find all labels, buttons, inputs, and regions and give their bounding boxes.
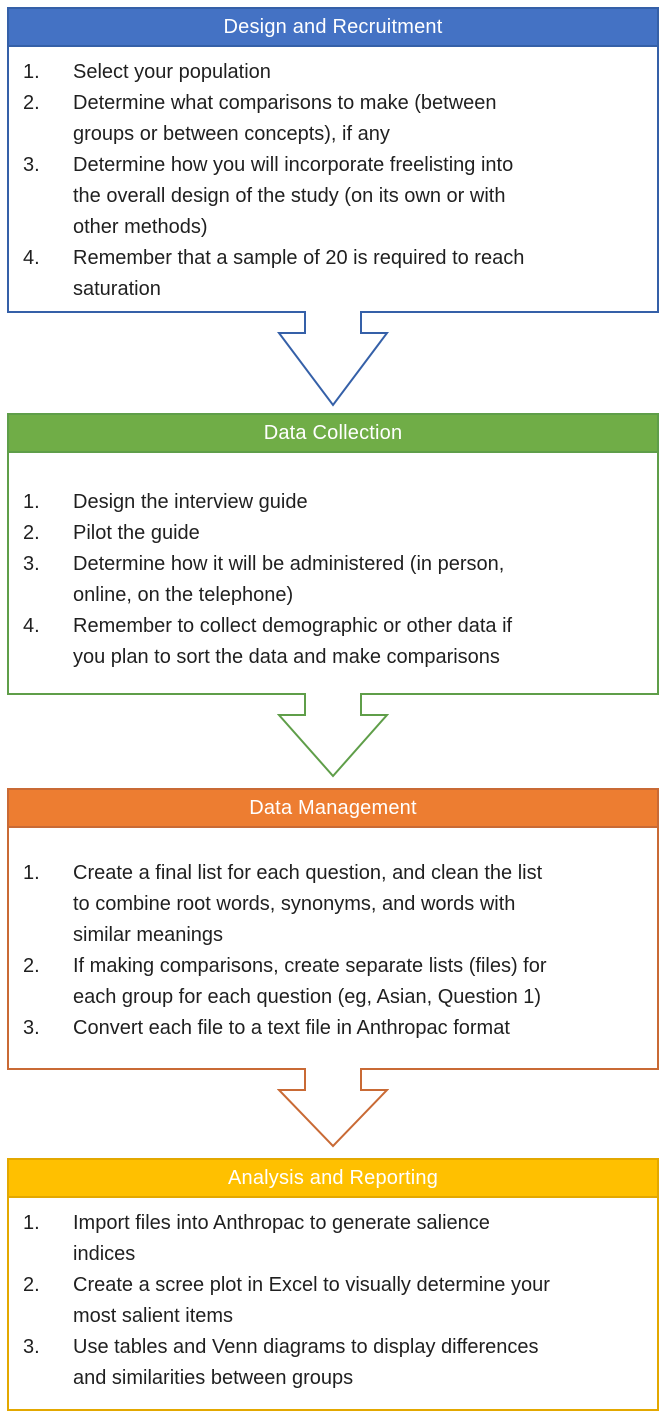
list-item-text: Pilot the guide <box>73 522 200 544</box>
stage-box-design-and-recruitment: Design and Recruitment 1. Select your pop… <box>7 7 659 313</box>
list-item: 4. Remember to collect demographic or oth… <box>9 611 657 673</box>
list-item-number: 3. <box>23 1017 40 1039</box>
list-item-number: 2. <box>23 92 40 114</box>
stage-title: Analysis and Reporting <box>227 1166 439 1189</box>
stage-box-analysis-and-reporting: Analysis and Reporting 1. Import files in… <box>7 1158 659 1411</box>
list-item: 1. Import files into Anthropac to generat… <box>9 1208 657 1270</box>
list-item: 3. Convert each file to a text file in An… <box>9 1013 657 1044</box>
list-item-number: 1. <box>23 862 40 884</box>
list-item: 1. Select your population <box>9 57 657 88</box>
list-item-number: 4. <box>23 615 40 637</box>
stage-title: Design and Recruitment <box>223 15 443 38</box>
stage-header: Design and Recruitment <box>9 9 657 47</box>
list-item-text: Convert each file to a text file in Anth… <box>73 1017 510 1039</box>
list-item-text: Use tables and Venn diagrams to display … <box>73 1336 539 1389</box>
list-item-text: Import files into Anthropac to generate … <box>73 1212 490 1265</box>
list-item-number: 1. <box>23 491 40 513</box>
list-item-number: 3. <box>23 553 40 575</box>
list-item-number: 2. <box>23 1274 40 1296</box>
list-item-number: 3. <box>23 154 40 176</box>
list-item-text: Remember that a sample of 20 is required… <box>73 247 525 300</box>
down-arrow-icon <box>7 693 659 778</box>
list-item-text: Determine how it will be administered (i… <box>73 553 505 606</box>
list-item: 2. Pilot the guide <box>9 518 657 549</box>
list-item: 2. Create a scree plot in Excel to visual… <box>9 1270 657 1332</box>
list-item-text: If making comparisons, create separate l… <box>73 955 547 1008</box>
list-item: 2. Determine what comparisons to make (be… <box>9 88 657 150</box>
list-item-number: 4. <box>23 247 40 269</box>
list-item-text: Remember to collect demographic or other… <box>73 615 513 668</box>
list-item: 1. Create a final list for each question,… <box>9 858 657 951</box>
list-item-text: Determine how you will incorporate freel… <box>73 154 514 238</box>
list-item-text: Determine what comparisons to make (betw… <box>73 92 497 145</box>
down-arrow-icon <box>7 1068 659 1148</box>
list-item-number: 3. <box>23 1336 40 1358</box>
list-item-text: Create a final list for each question, a… <box>73 862 543 946</box>
list-item-number: 1. <box>23 61 40 83</box>
stage-list: 1. Select your population 2. Determine what… <box>9 47 657 305</box>
list-item: 4. Remember that a sample of 20 is requir… <box>9 243 657 305</box>
down-arrow-icon <box>7 311 659 407</box>
list-item: 2. If making comparisons, create separate… <box>9 951 657 1013</box>
list-item: 1. Design the interview guide <box>9 487 657 518</box>
stage-list: 1. Design the interview guide 2. Pilot the … <box>9 453 657 673</box>
stage-box-data-collection: Data Collection 1. Design the interview g… <box>7 413 659 695</box>
stage-title: Data Collection <box>263 421 403 444</box>
list-item-text: Design the interview guide <box>73 491 308 513</box>
list-item-number: 1. <box>23 1212 40 1234</box>
stage-header: Data Management <box>9 790 657 828</box>
list-item: 3. Use tables and Venn diagrams to displa… <box>9 1332 657 1394</box>
list-item: 3. Determine how it will be administered … <box>9 549 657 611</box>
stage-list: 1. Import files into Anthropac to generat… <box>9 1198 657 1394</box>
list-item-number: 2. <box>23 955 40 977</box>
stage-box-data-management: Data Management 1. Create a final list fo… <box>7 788 659 1070</box>
stage-header: Data Collection <box>9 415 657 453</box>
list-item-text: Select your population <box>73 61 271 83</box>
list-item-number: 2. <box>23 522 40 544</box>
list-item-text: Create a scree plot in Excel to visually… <box>73 1274 550 1327</box>
stage-list: 1. Create a final list for each question,… <box>9 828 657 1044</box>
list-item: 3. Determine how you will incorporate fre… <box>9 150 657 243</box>
stage-header: Analysis and Reporting <box>9 1160 657 1198</box>
stage-title: Data Management <box>249 796 417 819</box>
